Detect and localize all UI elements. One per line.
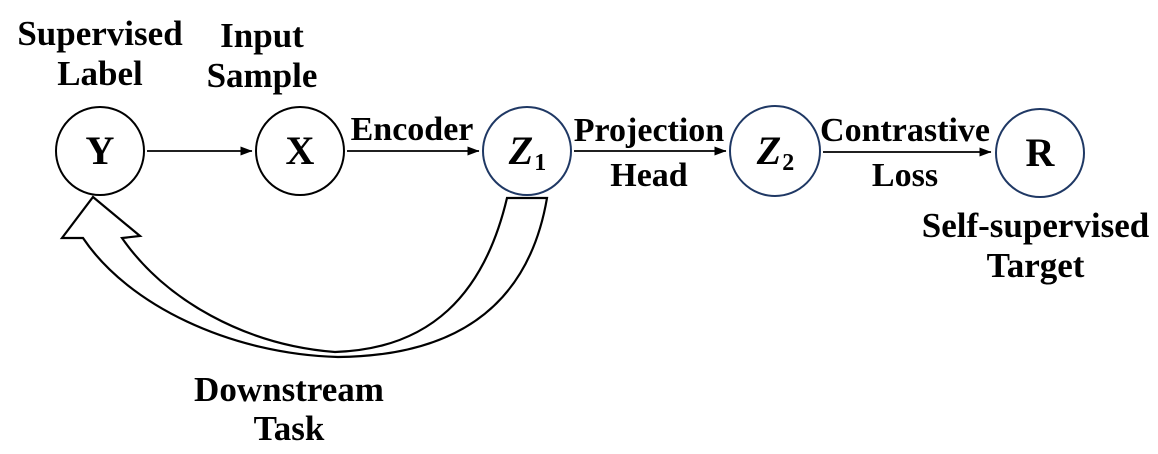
node-z1-label: Z [508, 128, 534, 173]
node-r-label: R [1025, 130, 1055, 175]
node-x: X [255, 106, 345, 196]
edge-label-contrastive-loss: Contrastive Loss [820, 112, 990, 194]
node-z2-subscript: 2 [782, 150, 795, 176]
caption-self-supervised-target: Self-supervised Target [921, 206, 1150, 285]
node-y-label: Y [85, 128, 115, 173]
node-r: R [995, 108, 1085, 198]
edge-label-downstream-task: Downstream Task [194, 370, 384, 448]
node-x-label: X [285, 128, 315, 173]
node-y: Y [55, 106, 145, 196]
edge-z1-to-y-downstream-block-arrow [59, 195, 549, 359]
edge-label-encoder: Encoder [350, 111, 474, 148]
edge-label-projection-head: Projection Head [573, 112, 725, 194]
node-z1-subscript: 1 [534, 150, 547, 176]
caption-supervised-label: Supervised Label [17, 14, 183, 93]
node-z2-label: Z [756, 128, 782, 173]
caption-input-sample: Input Sample [206, 16, 318, 95]
